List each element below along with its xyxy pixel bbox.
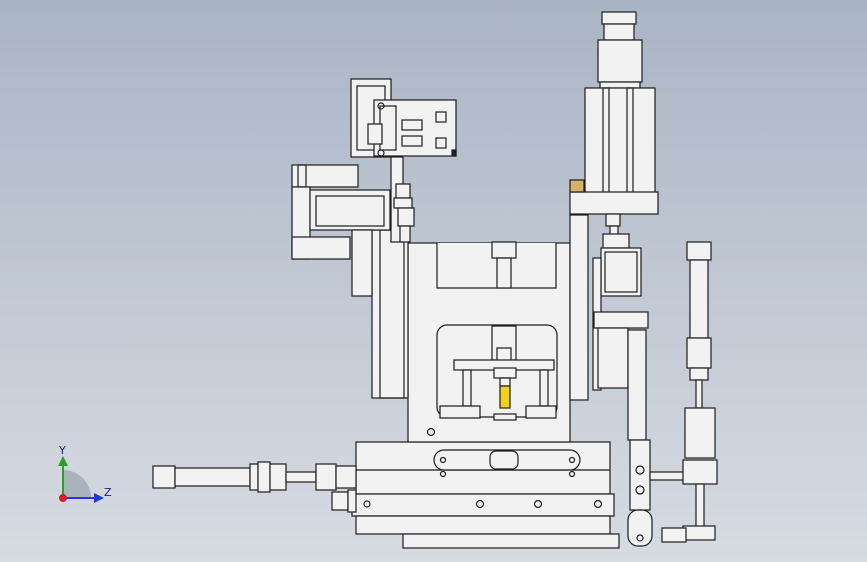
z-axis-label: Z [104,486,112,499]
y-axis-label: Y [58,444,66,457]
linkage-arm [627,439,685,547]
press-plate [439,359,557,421]
sensor-bracket [350,78,457,158]
coordinate-triad: Y Z [58,444,112,503]
side-cylinder-right [661,241,718,543]
stepper-motor [291,164,391,297]
base-slide-table [351,441,620,549]
horizontal-cylinder-left [152,461,357,513]
vertical-cylinder [569,11,659,441]
vertical-rod-left [390,156,415,243]
